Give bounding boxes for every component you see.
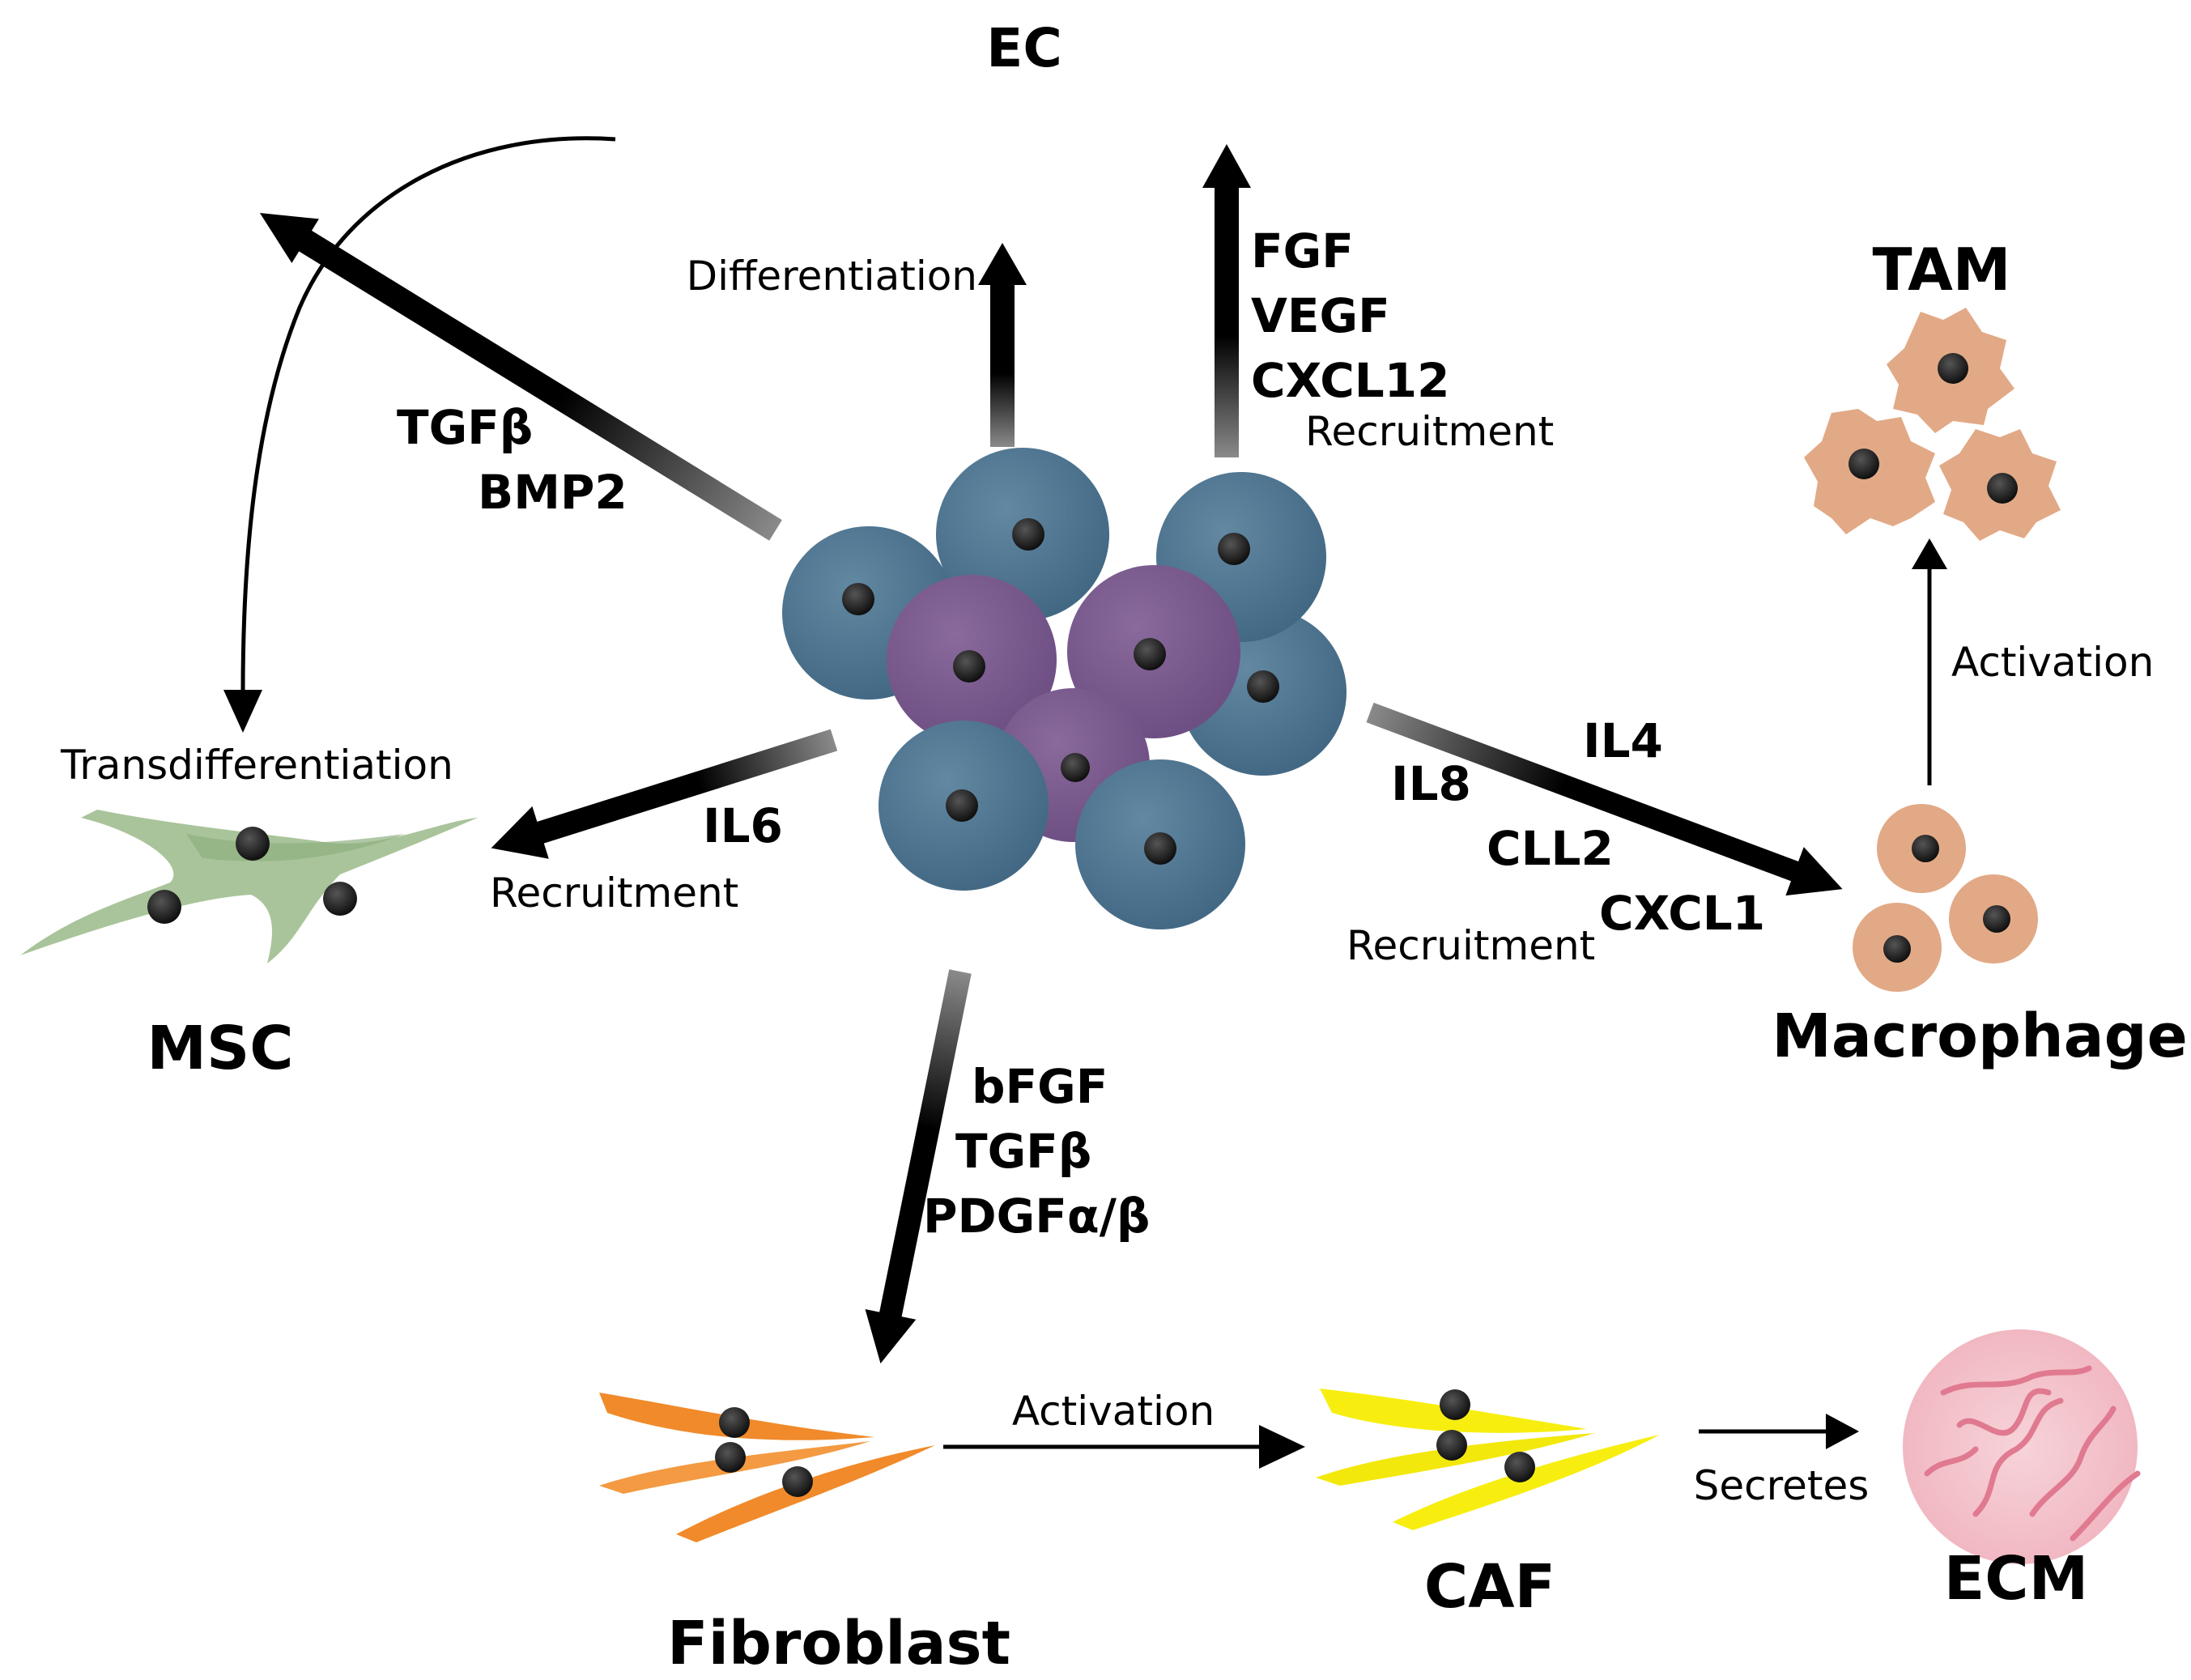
macrophage-recruitment-arrow xyxy=(1366,702,1843,896)
differentiation-label: Differentiation xyxy=(687,253,977,300)
secretes-label: Secretes xyxy=(1694,1462,1870,1509)
fibroblast-arrow xyxy=(865,969,972,1364)
tgfb-bmp2-factors: TGFβ BMP2 xyxy=(397,400,628,520)
tam-label: TAM xyxy=(1873,236,2011,304)
tumor-cell-purple xyxy=(1067,565,1240,738)
fibroblast-cells xyxy=(599,1393,935,1542)
il6-arrow xyxy=(491,729,838,859)
factor-il4: IL4 xyxy=(1583,713,1663,768)
macrophage-recruitment-label: Recruitment xyxy=(1347,922,1595,969)
ec-label: EC xyxy=(986,17,1062,79)
tam-activation-arrow xyxy=(1912,538,1947,785)
tumor-cell xyxy=(879,721,1049,891)
tam-cells xyxy=(1804,308,2061,541)
factor-vegf: VEGF xyxy=(1251,288,1390,343)
tumor-cell xyxy=(1075,759,1245,929)
tam-activation-label: Activation xyxy=(1951,639,2154,686)
macrophage-label: Macrophage xyxy=(1772,1002,2188,1071)
transdifferentiation-label: Transdifferentiation xyxy=(60,742,453,789)
ecm-matrix xyxy=(1903,1329,2141,1564)
secretes-arrow xyxy=(1699,1414,1859,1449)
factor-tgfb-fibroblast: TGFβ xyxy=(955,1124,1091,1179)
macrophage-cells xyxy=(1853,804,2038,992)
fibroblast-label: Fibroblast xyxy=(667,1609,1010,1678)
ec-recruitment-arrow xyxy=(1202,144,1251,457)
ec-recruitment-label: Recruitment xyxy=(1305,408,1554,455)
caf-label: CAF xyxy=(1424,1552,1555,1622)
msc-recruitment-label: Recruitment xyxy=(490,870,738,917)
differentiation-arrow xyxy=(978,243,1027,447)
factor-il8: IL8 xyxy=(1391,756,1471,811)
transdifferentiation-arrow xyxy=(223,136,616,733)
fibroblast-factors: bFGF TGFβ PDGFα/β xyxy=(923,1059,1150,1244)
factor-cll2: CLL2 xyxy=(1487,821,1614,876)
factor-fgf: FGF xyxy=(1251,223,1354,279)
factor-bmp2: BMP2 xyxy=(478,465,628,520)
tumor-cell-purple xyxy=(887,575,1057,745)
ec-factors: FGF VEGF CXCL12 xyxy=(1251,223,1449,408)
factor-pdgf: PDGFα/β xyxy=(923,1189,1150,1244)
factor-tgfb: TGFβ xyxy=(397,400,533,455)
tumor-cell-cluster xyxy=(782,448,1347,929)
factor-cxcl12: CXCL12 xyxy=(1251,353,1449,408)
caf-activation-label: Activation xyxy=(1012,1388,1215,1435)
caf-activation-arrow xyxy=(943,1425,1305,1469)
factor-bfgf: bFGF xyxy=(972,1059,1108,1114)
macrophage-factors: IL4 IL8 CLL2 CXCL1 xyxy=(1391,713,1765,941)
caf-cells xyxy=(1316,1389,1660,1530)
il6-factors: IL6 xyxy=(703,798,783,853)
ecm-label: ECM xyxy=(1944,1544,2089,1614)
msc-cells xyxy=(20,810,478,963)
factor-il6: IL6 xyxy=(703,798,783,853)
factor-cxcl1: CXCL1 xyxy=(1599,886,1765,941)
msc-label: MSC xyxy=(147,1014,293,1083)
tgfb-bmp2-arrow xyxy=(259,213,782,541)
